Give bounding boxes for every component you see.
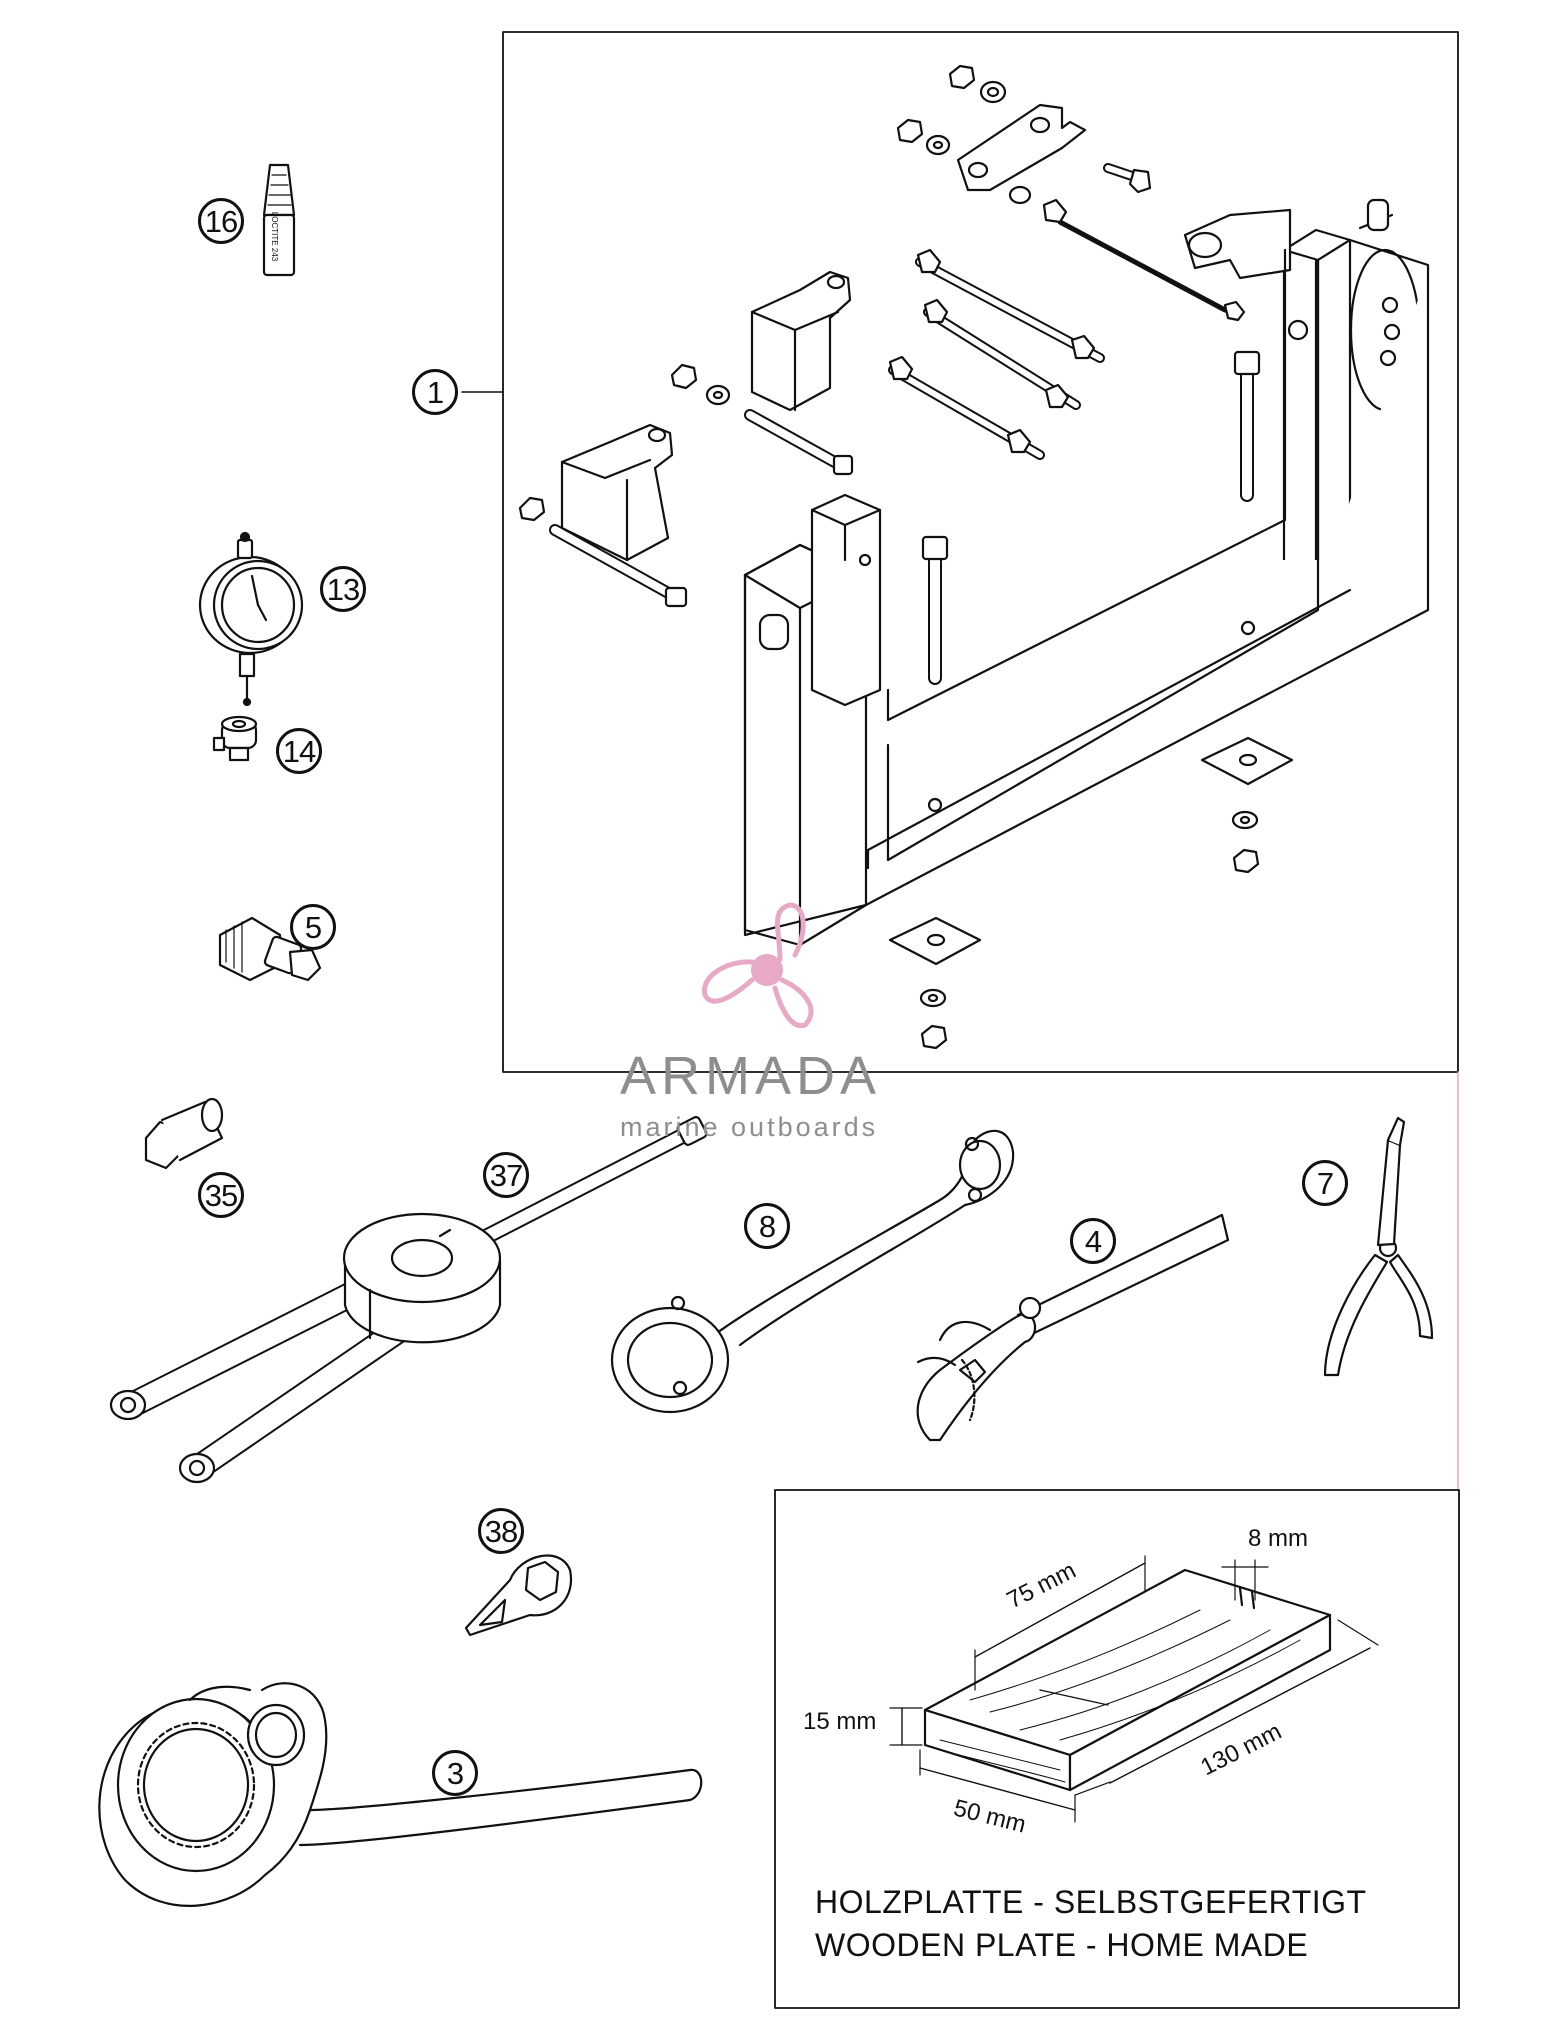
dim-thickness: 15 mm: [803, 1708, 877, 1735]
wooden-plate-box: [774, 1489, 1460, 2009]
callout-5: 5: [290, 904, 336, 950]
loctite-label: LOCTITE 243: [270, 211, 280, 262]
brand-name: ARMADA: [620, 1046, 882, 1106]
dim-groove: 8 mm: [1248, 1525, 1308, 1552]
part-1-frame-box: [502, 31, 1459, 1073]
wooden-plate-drawing: [889, 1555, 1379, 1823]
callout-16: 16: [198, 198, 244, 244]
lock-washer-38-drawing: [464, 1554, 573, 1637]
wooden-plate-caption-de: HOLZPLATTE - SELBSTGEFERTIGT: [815, 1884, 1367, 1920]
engine-stand-drawing: [518, 64, 1430, 1050]
wooden-plate-caption-en: WOODEN PLATE - HOME MADE: [815, 1927, 1309, 1963]
callout-3: 3: [432, 1750, 478, 1796]
callout-1: 1: [412, 369, 458, 415]
puller-37-drawing: [109, 1116, 708, 1484]
puller-drawing: [218, 916, 322, 982]
holding-spanner-3-drawing: [98, 1682, 703, 1907]
circlip-pliers-drawing: [1323, 1116, 1434, 1377]
callout-8: 8: [744, 1203, 790, 1249]
dial-gauge-drawing: [198, 531, 304, 707]
callout-7: 7: [1302, 1160, 1348, 1206]
hook-wrench-4-drawing: [916, 1213, 1230, 1442]
loctite-tube-drawing: [262, 163, 296, 277]
sleeve-drawing: [144, 1097, 224, 1170]
callout-37: 37: [483, 1152, 529, 1198]
callout-35: 35: [198, 1172, 244, 1218]
callout-14: 14: [276, 728, 322, 774]
holding-wrench-8-drawing: [610, 1129, 1015, 1414]
brand-tagline: marine outboards: [620, 1112, 879, 1142]
callout-13: 13: [320, 566, 366, 612]
callout-4: 4: [1070, 1218, 1116, 1264]
armada-logo-icon: [702, 902, 814, 1029]
adapter-drawing: [212, 715, 258, 762]
callout-38: 38: [478, 1508, 524, 1554]
